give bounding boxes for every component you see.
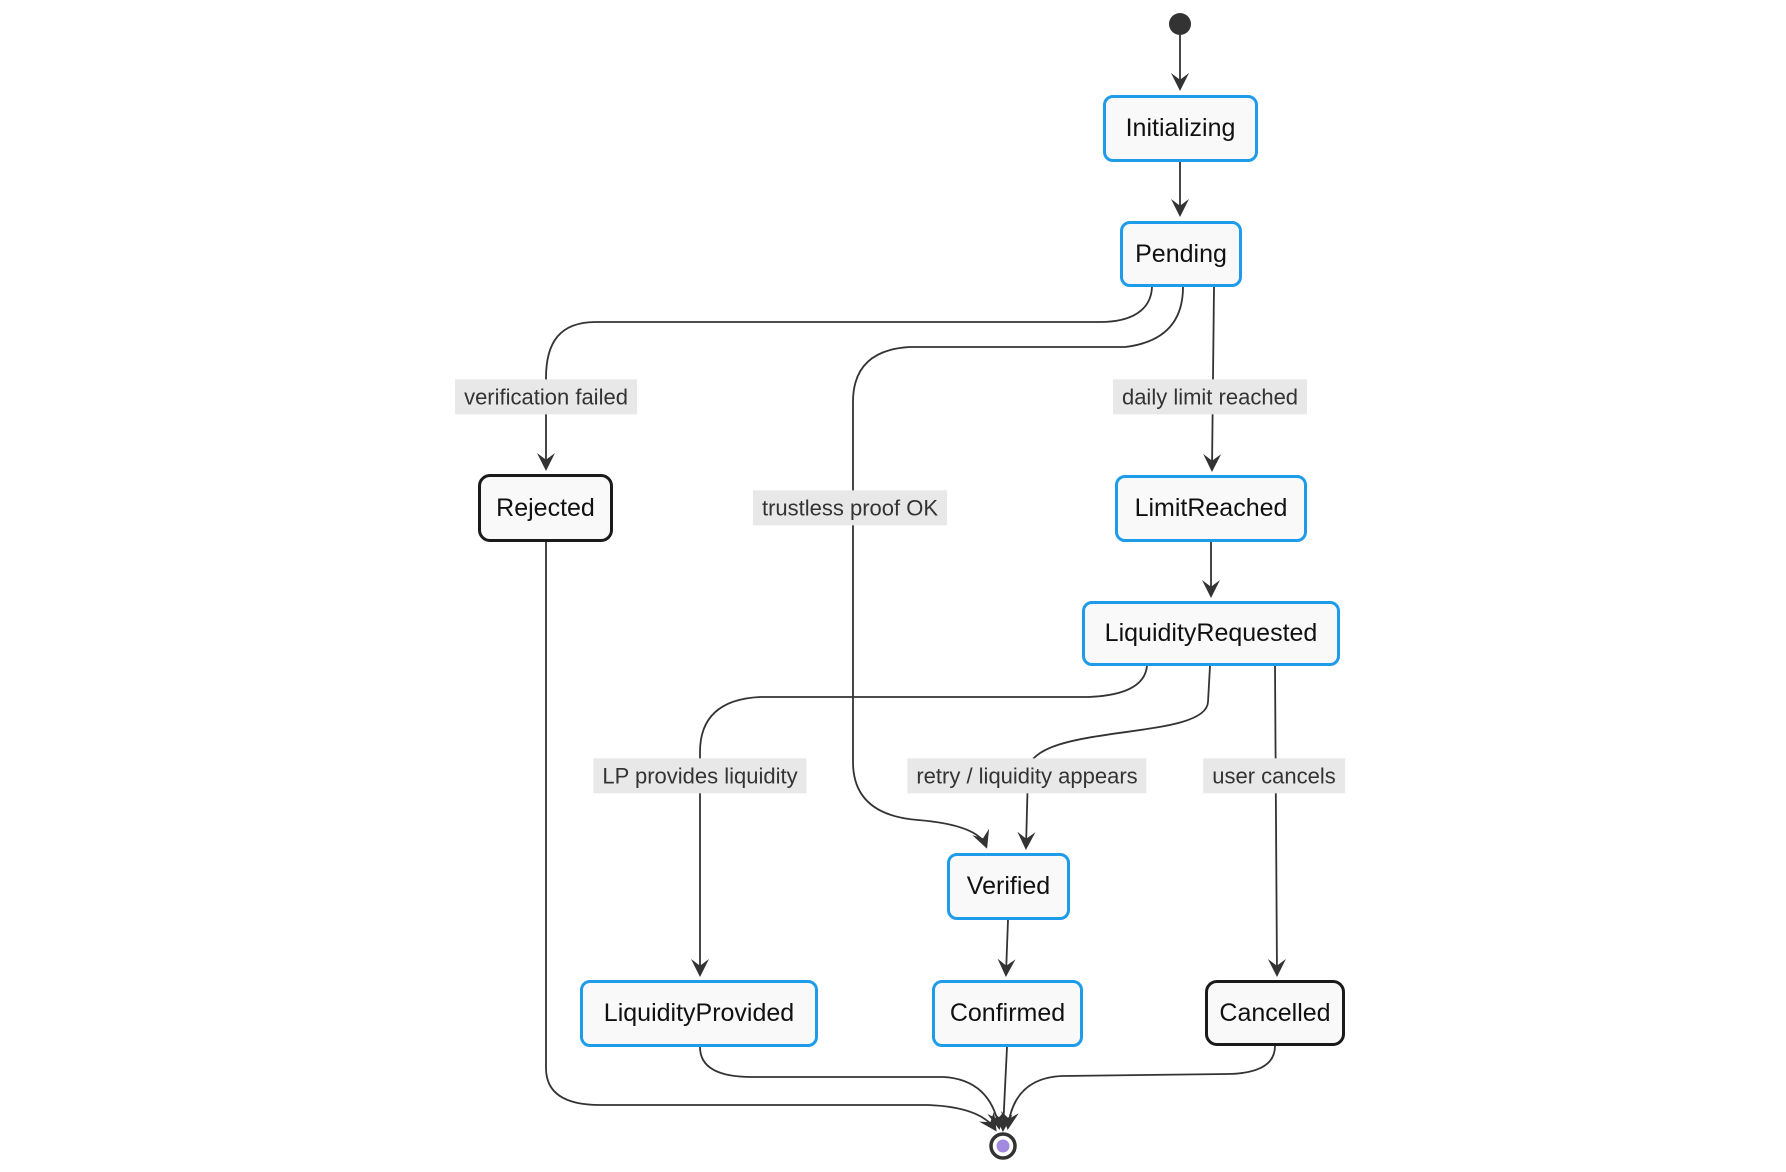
state-initializing-label: Initializing xyxy=(1125,114,1236,142)
edge-confirmed-end xyxy=(994,1046,1013,1132)
edge-liquidityrequested-cancelled xyxy=(1267,665,1286,977)
state-liquidityrequested: LiquidityRequested xyxy=(1082,601,1340,666)
state-cancelled: Cancelled xyxy=(1205,980,1345,1046)
state-limitreached-label: LimitReached xyxy=(1134,494,1288,522)
state-pending: Pending xyxy=(1120,221,1242,287)
state-initializing: Initializing xyxy=(1103,95,1258,162)
edge-label-verification-failed: verification failed xyxy=(455,379,637,415)
edge-pending-verified xyxy=(852,286,1184,849)
edge-pending-rejected xyxy=(537,286,1153,471)
edge-label-user-cancels: user cancels xyxy=(1203,758,1345,794)
edge-liquidityprovided-end xyxy=(699,1046,1006,1130)
state-verified-label: Verified xyxy=(966,872,1051,900)
edge-label-lp-provides-liquidity: LP provides liquidity xyxy=(593,758,807,794)
state-verified: Verified xyxy=(947,853,1070,920)
state-liquidityprovided: LiquidityProvided xyxy=(580,980,818,1047)
end-node xyxy=(989,1132,1017,1160)
edge-label-retry-liquidity-appears: retry / liquidity appears xyxy=(907,758,1147,794)
state-confirmed-label: Confirmed xyxy=(949,999,1066,1027)
state-cancelled-label: Cancelled xyxy=(1219,998,1331,1027)
state-confirmed: Confirmed xyxy=(932,980,1083,1047)
state-liquidityrequested-label: LiquidityRequested xyxy=(1104,619,1318,647)
edge-label-daily-limit-reached: daily limit reached xyxy=(1112,379,1308,415)
edge-label-trustless-proof-ok: trustless proof OK xyxy=(752,490,948,526)
edge-liquidityrequested-liquidityprovided xyxy=(691,665,1148,977)
state-rejected-label: Rejected xyxy=(496,493,595,522)
start-node xyxy=(1169,13,1191,35)
edge-verified-confirmed xyxy=(997,919,1016,977)
edge-pending-limitreached xyxy=(1203,286,1222,472)
edge-rejected-end xyxy=(545,542,997,1132)
state-pending-label: Pending xyxy=(1135,239,1227,268)
state-limitreached: LimitReached xyxy=(1115,475,1307,542)
edge-cancelled-end xyxy=(1000,1045,1276,1130)
state-rejected: Rejected xyxy=(478,474,613,542)
state-liquidityprovided-label: LiquidityProvided xyxy=(603,999,795,1027)
